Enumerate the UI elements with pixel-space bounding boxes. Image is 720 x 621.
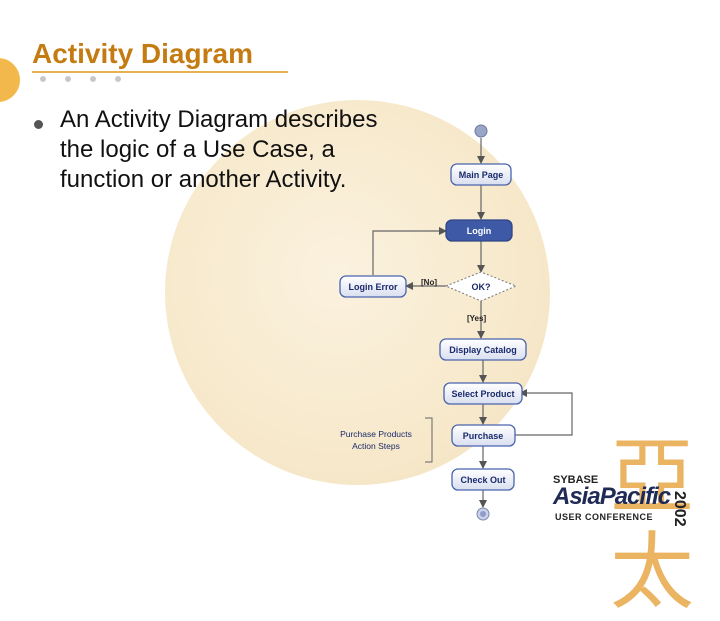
bullet-icon (34, 120, 43, 129)
title-dot (65, 76, 71, 82)
logo-main-text: AsiaPacific (553, 483, 671, 510)
end-node-inner (480, 511, 486, 517)
sybase-asiapacific-logo: 亞太 SYBASE AsiaPacific USER CONFERENCE 20… (550, 430, 720, 620)
diagram-edges (372, 138, 573, 508)
edge-error-login (372, 227, 447, 275)
node-ok-decision: OK? (444, 271, 518, 302)
svg-text:Main Page: Main Page (459, 170, 504, 180)
logo-year: 2002 (671, 491, 688, 527)
node-display-catalog: Display Catalog (439, 338, 527, 361)
node-login: Login (445, 219, 513, 242)
svg-text:Select Product: Select Product (451, 389, 514, 399)
svg-text:Display Catalog: Display Catalog (449, 345, 517, 355)
svg-text:Login: Login (467, 226, 492, 236)
title-dot (90, 76, 96, 82)
node-login-error: Login Error (339, 275, 407, 298)
svg-text:Login Error: Login Error (349, 282, 398, 292)
decorative-circle (0, 58, 20, 102)
activity-diagram: Main Page Login OK? Login Error Display … (339, 124, 573, 521)
logo-subtitle: USER CONFERENCE (555, 512, 654, 522)
edge-purchase-loop (515, 389, 573, 436)
logo-brand: SYBASE (553, 474, 599, 486)
title-dot (40, 76, 46, 82)
guard-yes: [Yes] (467, 314, 486, 323)
title-dot (115, 76, 121, 82)
slide-title: Activity Diagram (32, 38, 253, 69)
svg-text:Check Out: Check Out (460, 475, 505, 485)
bullet-text: An Activity Diagram describes the logic … (60, 106, 378, 193)
note-line-2: Action Steps (352, 441, 400, 451)
svg-text:OK?: OK? (472, 282, 491, 292)
start-node (474, 124, 488, 138)
svg-text:Purchase: Purchase (463, 431, 504, 441)
node-select-product: Select Product (443, 382, 523, 405)
guard-no: [No] (421, 278, 437, 287)
note-line-1: Purchase Products (340, 429, 412, 439)
note-bracket (425, 417, 433, 463)
node-main-page: Main Page (450, 163, 512, 186)
node-purchase: Purchase (451, 424, 516, 447)
title-underline (32, 71, 288, 73)
node-check-out: Check Out (451, 468, 515, 491)
